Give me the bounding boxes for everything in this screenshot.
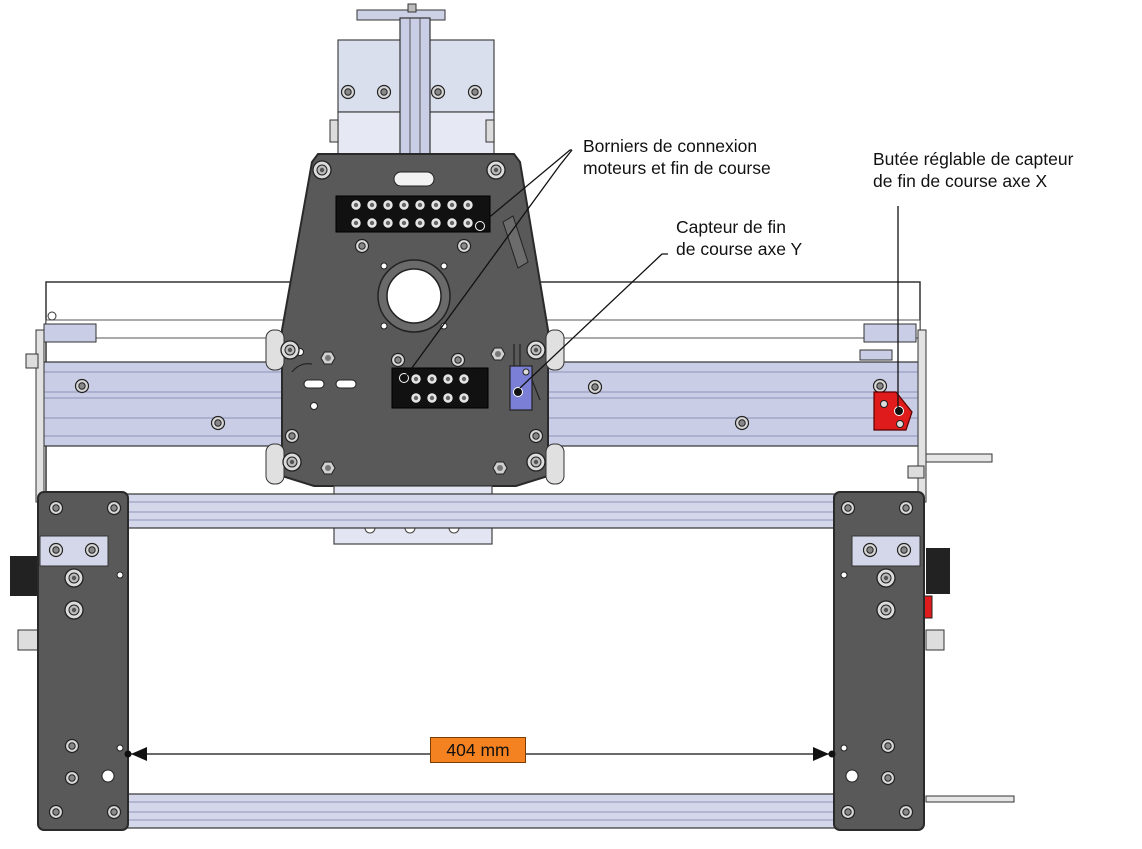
left-side-plate — [10, 491, 129, 831]
y-motor-block — [329, 3, 495, 169]
terminal-screw — [442, 392, 454, 404]
callout-y-limit-switch: Capteur de fin de course axe Y — [676, 216, 802, 260]
terminal-screw — [414, 217, 426, 229]
terminal-screw — [382, 199, 394, 211]
y-rail-top — [119, 493, 843, 529]
terminal-screw — [426, 373, 438, 385]
right-side-plate — [833, 491, 950, 831]
terminal-block-lower — [391, 367, 489, 409]
x-adjustable-stop — [873, 391, 913, 431]
leader-terminals-lower — [405, 149, 573, 377]
terminal-screw — [430, 199, 442, 211]
terminal-screw — [442, 373, 454, 385]
terminal-screw — [462, 217, 474, 229]
terminal-screw — [410, 373, 422, 385]
callout-terminals-line1: Borniers de connexion — [583, 136, 758, 156]
terminal-screw — [446, 199, 458, 211]
callout-terminals: Borniers de connexion moteurs et fin de … — [583, 135, 771, 179]
terminal-screw — [398, 199, 410, 211]
terminal-screw — [462, 199, 474, 211]
terminal-screw — [366, 217, 378, 229]
terminal-screw — [350, 217, 362, 229]
y-rail-bottom — [119, 793, 1015, 829]
terminal-screw — [350, 199, 362, 211]
callout-x-stop-line2: de fin de course axe X — [873, 171, 1048, 191]
terminal-screw — [458, 392, 470, 404]
leader-y-switch — [519, 253, 668, 389]
terminal-screw — [426, 392, 438, 404]
terminal-screw — [430, 217, 442, 229]
terminal-block-upper — [335, 195, 491, 233]
callout-y-switch-line1: Capteur de fin — [676, 217, 786, 237]
callout-terminals-line2: moteurs et fin de course — [583, 158, 771, 178]
terminal-screw — [398, 217, 410, 229]
dimension-label: 404 mm — [430, 737, 526, 763]
callout-y-switch-line2: de course axe Y — [676, 239, 803, 259]
y-limit-switch — [509, 344, 541, 411]
terminal-screw — [458, 373, 470, 385]
terminal-screw — [382, 217, 394, 229]
terminal-screw — [446, 217, 458, 229]
callout-x-stop-line1: Butée réglable de capteur — [873, 149, 1074, 169]
terminal-screw — [414, 199, 426, 211]
terminal-screw — [410, 392, 422, 404]
terminal-screw — [366, 199, 378, 211]
callout-x-adjustable-stop: Butée réglable de capteur de fin de cour… — [873, 148, 1073, 192]
leader-lines — [405, 149, 899, 408]
